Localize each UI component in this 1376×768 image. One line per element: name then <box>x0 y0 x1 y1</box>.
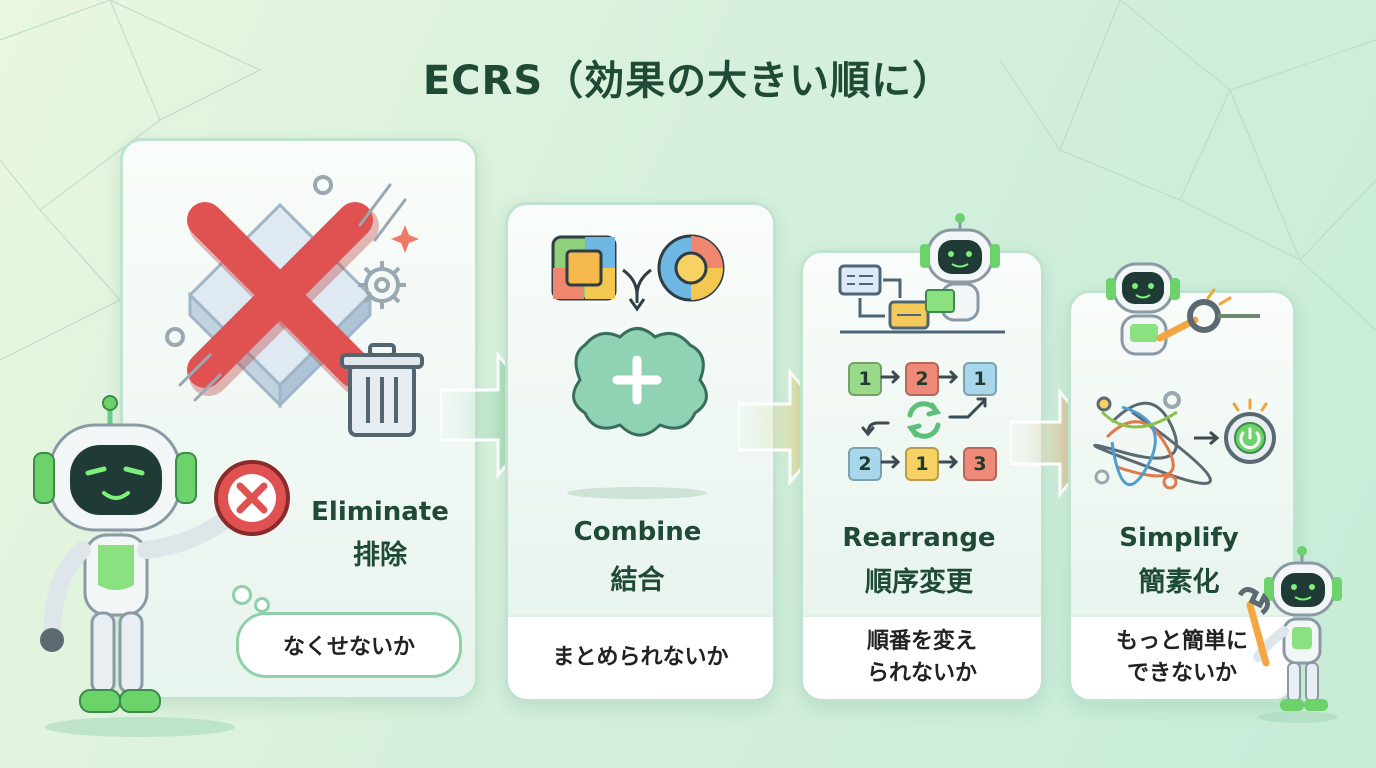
rearrange-arrows <box>861 370 987 469</box>
tangle-icon <box>1093 391 1212 490</box>
robot-mascot-simplify-bottom <box>1237 546 1342 723</box>
bubble-dot <box>232 585 252 605</box>
flow-chart-icon <box>838 264 1005 334</box>
robot-mascot-eliminate <box>33 395 290 737</box>
wrench-icon <box>1156 288 1260 342</box>
cycle-icon <box>906 401 942 439</box>
question-rearrange: 順番を変え られないか <box>803 615 1041 699</box>
question-combine: まとめられないか <box>508 615 773 699</box>
rearrange-num-2-1: 2 <box>848 447 882 481</box>
robot-mascot-rearrange <box>920 213 1000 322</box>
step-rearrange-en: Rearrange <box>842 523 996 553</box>
step-eliminate-ja: 排除 <box>353 540 407 571</box>
gear-icon <box>165 175 406 347</box>
sparkle-icon <box>391 225 419 253</box>
rearrange-num-1-1: 1 <box>848 362 882 396</box>
card-combine: まとめられないか <box>505 202 776 702</box>
circle-icon <box>657 234 725 302</box>
step-simplify-en: Simplify <box>1119 523 1239 553</box>
step-eliminate-en: Eliminate <box>311 497 449 527</box>
wrench-icon <box>1237 587 1270 667</box>
simplify-illustration <box>1093 391 1276 490</box>
robot-mascot-simplify-top <box>1106 262 1260 356</box>
squares-icon <box>551 235 617 301</box>
rearrange-num-2-2: 1 <box>905 447 939 481</box>
step-simplify-ja: 簡素化 <box>1138 567 1220 598</box>
rearrange-num-2-3: 3 <box>963 447 997 481</box>
step-combine-ja: 結合 <box>610 565 665 596</box>
bubble-dot <box>254 597 270 613</box>
cross-button-icon <box>214 460 290 536</box>
rearrange-num-1-2: 2 <box>905 362 939 396</box>
page-title: ECRS（効果の大きい順に） <box>422 58 954 104</box>
rearrange-num-1-3: 1 <box>963 362 997 396</box>
puzzle-plus-icon <box>572 327 708 437</box>
eliminate-illustration <box>165 175 424 437</box>
card-simplify: もっと簡単に できないか <box>1068 290 1296 702</box>
cross-icon <box>187 202 379 396</box>
trash-icon <box>340 343 424 437</box>
step-rearrange-ja: 順序変更 <box>865 567 973 598</box>
question-eliminate: なくせないか <box>236 612 462 678</box>
step-combine-en: Combine <box>573 517 702 547</box>
combine-illustration <box>551 234 725 499</box>
power-gear-icon <box>1224 398 1276 464</box>
